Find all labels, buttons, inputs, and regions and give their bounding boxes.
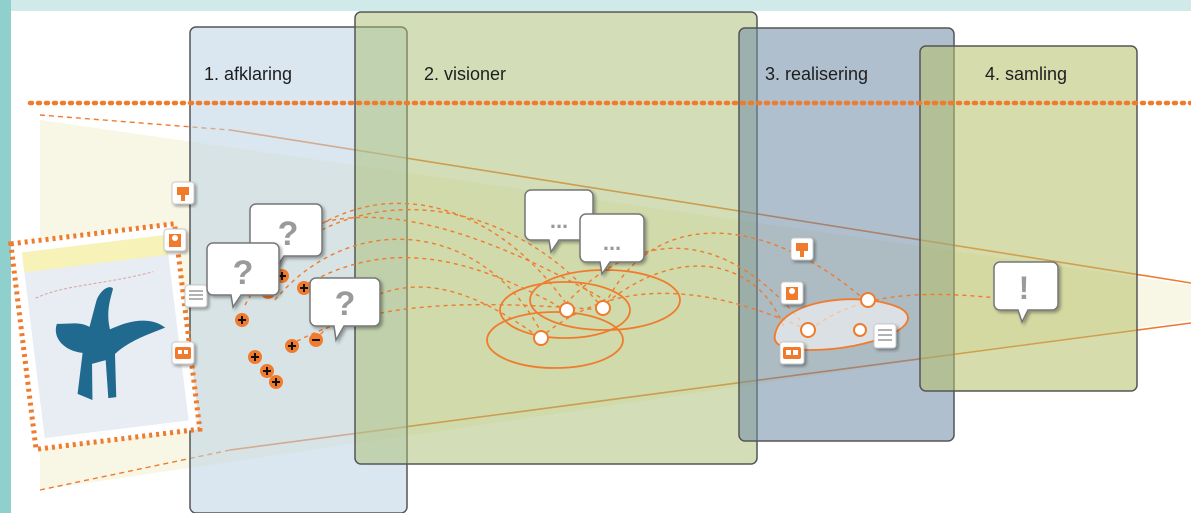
plus-icon [235,313,249,327]
plus-icon [285,339,299,353]
plus-minus-markers [235,269,323,389]
camera-icon [171,181,195,205]
funnel-top-dashed [39,114,231,131]
bubble-ellipsis-text: ... [603,230,621,255]
plus-icon [248,350,262,364]
plus-icon [297,281,311,295]
plus-icon [260,364,274,378]
video-icon [171,341,195,365]
vision-nodes [533,300,611,346]
heron-icon [55,287,166,401]
ellipsis-bubble: ... [524,189,594,254]
question-bubble: ? [206,242,280,309]
phase-label-1: 1. afklaring [204,64,292,84]
person-icon [163,228,187,252]
exclamation-bubble: ! [993,261,1059,324]
document-icon [184,284,208,308]
heron-stamp-card [8,220,203,453]
phase-panel-4 [919,45,1138,392]
bubble-question-text: ? [278,215,299,253]
plus-icon [269,375,283,389]
bubble-exclamation-text: ! [1019,270,1030,306]
camera-icon [790,237,814,261]
document-icon [873,323,897,349]
bubble-ellipsis-text: ... [550,208,568,233]
video-icon [779,341,805,365]
minus-icon [309,333,323,347]
phase-label-4: 4. samling [985,64,1067,84]
left-band [0,0,11,513]
ellipsis-bubble: ... [579,213,645,276]
question-bubble: ? [309,277,381,343]
bubble-question-text: ? [335,285,356,323]
person-icon [780,281,804,305]
phase-label-2: 2. visioner [424,64,506,84]
phase-label-3: 3. realisering [765,64,868,84]
bubble-question-text: ? [233,254,254,292]
top-band [0,0,1191,11]
